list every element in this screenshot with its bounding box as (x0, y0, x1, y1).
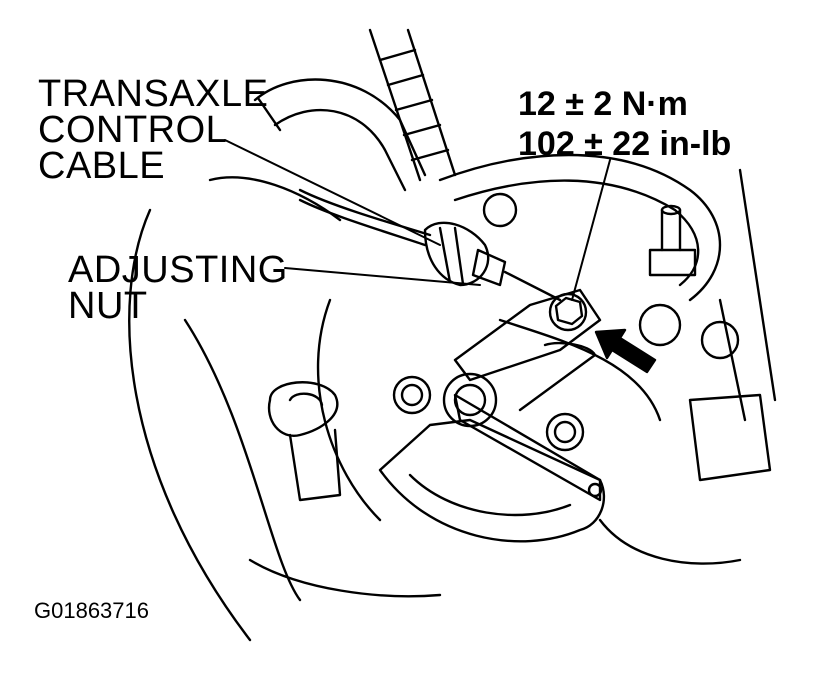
housing-inner-arc (183, 318, 302, 602)
stud-top (660, 204, 682, 216)
dipstick-loop (267, 381, 339, 437)
body-contour-1 (316, 298, 382, 522)
leader-adjusting-nut (284, 267, 481, 286)
label-line-2: CONTROL (38, 109, 228, 151)
torque-spec-label: 12 ± 2 N·m 102 ± 22 in-lb (518, 84, 731, 164)
figure-id: G01863716 (34, 598, 149, 623)
corrugation-3 (394, 98, 434, 112)
lever-nut-outer (548, 292, 588, 332)
cable-boot (423, 221, 490, 287)
lever-upper-arm (453, 288, 602, 382)
label-line-1: TRANSAXLE (38, 73, 269, 115)
adjusting-nut-body (471, 248, 507, 287)
housing-outer-arc (128, 208, 252, 642)
bracket-rod-outer (438, 153, 722, 302)
sector-plate-outer (378, 418, 606, 543)
top-bolt (482, 192, 518, 228)
far-right-bolt (700, 320, 740, 360)
right-frame-line-2 (718, 298, 747, 422)
boot-rib-2 (453, 226, 465, 286)
leader-cable (224, 139, 441, 246)
left-bolt-inner (400, 383, 424, 407)
stud-nut (648, 248, 697, 277)
leader-torque (571, 159, 611, 301)
upper-pipe-right (273, 108, 407, 192)
control-cable-line-1 (298, 188, 432, 237)
lever-link (518, 341, 597, 412)
torque-metric: 12 ± 2 N·m (518, 85, 688, 123)
label-line-1: ADJUSTING (68, 249, 288, 291)
corrugation-2 (386, 73, 425, 87)
sector-plate-inner (408, 473, 572, 517)
bracket-rod-inner (453, 179, 700, 287)
right-block (688, 393, 772, 482)
control-cable-line-2 (298, 198, 427, 247)
center-bolt-outer (442, 372, 498, 428)
upper-right-bolt (638, 303, 682, 347)
body-contour-4 (248, 558, 442, 598)
adjusting-nut-label: ADJUSTING NUT (68, 249, 288, 327)
right-bolt-outer (545, 412, 585, 452)
lever-nut-hex (554, 296, 584, 326)
selector-lever (453, 393, 602, 502)
transaxle-control-cable-label: TRANSAXLE CONTROL CABLE (38, 73, 269, 187)
body-contour-2 (498, 318, 662, 422)
label-line-2: NUT (68, 285, 148, 327)
boot-rib-1 (438, 226, 452, 284)
center-bolt-inner (453, 383, 487, 417)
selector-pivot (587, 482, 603, 498)
corrugation-1 (378, 48, 417, 62)
dipstick-tube (288, 428, 342, 502)
pointer-arrow (594, 328, 657, 374)
upper-pipe-left (253, 78, 427, 177)
corrugation-5 (410, 148, 450, 162)
right-frame-line-1 (738, 168, 777, 402)
cable-rod (503, 270, 562, 302)
right-bolt-inner (553, 420, 577, 444)
corrugation-4 (402, 123, 442, 137)
label-line-3: CABLE (38, 145, 166, 187)
upper-pipe-band (256, 96, 282, 132)
left-bolt-outer (392, 375, 432, 415)
torque-imperial: 102 ± 22 in-lb (518, 125, 732, 163)
body-contour-3 (598, 518, 742, 565)
dipstick-loop-inner (288, 392, 324, 407)
corrugated-tube-left (368, 28, 422, 182)
